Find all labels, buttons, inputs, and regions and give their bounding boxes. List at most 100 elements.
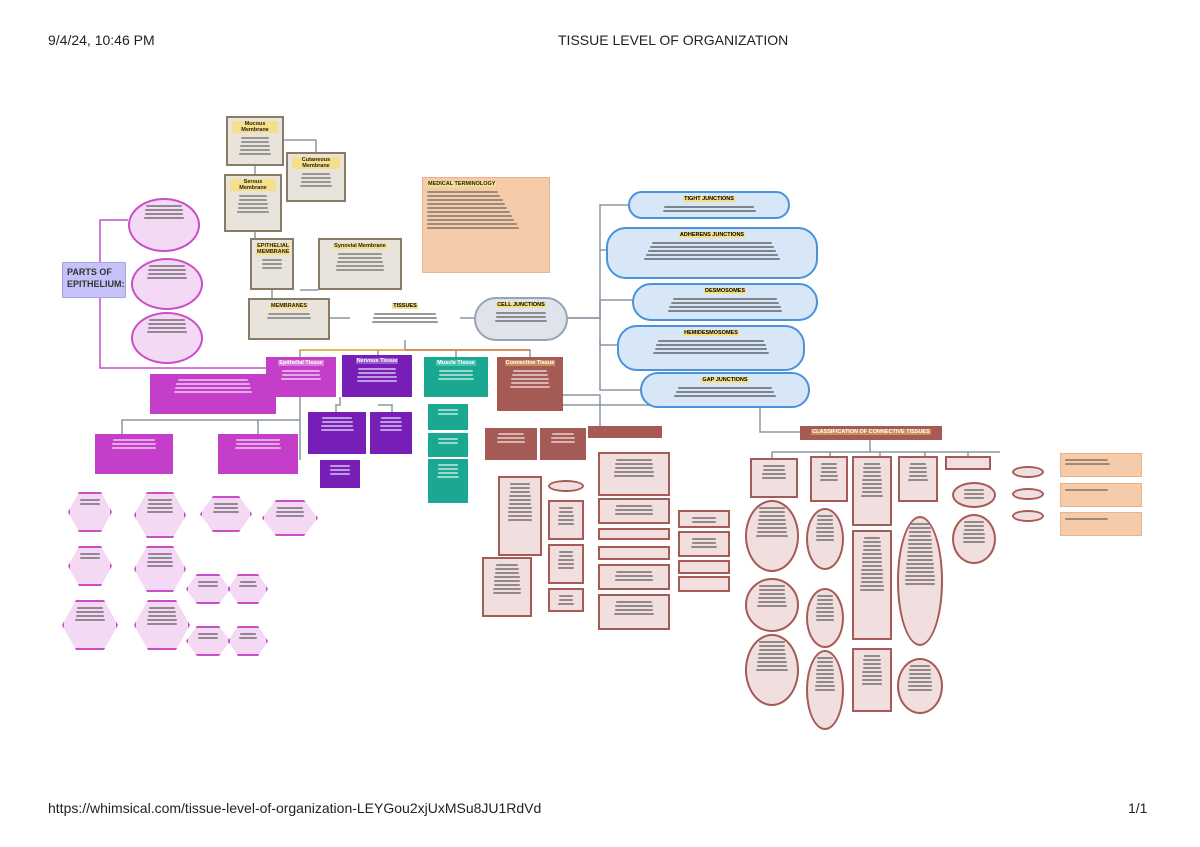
text-line <box>863 663 881 665</box>
cell-node[interactable] <box>598 546 670 560</box>
epithelial-tissue-node[interactable]: Epithelial Tissue <box>266 357 336 397</box>
shape-node[interactable] <box>134 546 186 592</box>
ct-note-node[interactable] <box>1060 453 1142 477</box>
muscle-tissue-node[interactable]: Muscle Tissue <box>424 357 488 397</box>
connective-subtype-node[interactable] <box>540 428 586 460</box>
cell-junctions-node[interactable]: CELL JUNCTIONS <box>474 297 568 341</box>
epithelial-membrane-node[interactable]: EPITHELIAL MEMBRANE <box>250 238 294 290</box>
nervous-subtype-node[interactable] <box>370 412 412 454</box>
fiber-type-node[interactable] <box>548 480 584 492</box>
mucous-membrane-node[interactable]: Mucous Membrane <box>226 116 284 166</box>
ct-class-node[interactable] <box>810 456 848 502</box>
cell-node[interactable] <box>598 594 670 630</box>
ct-class-node[interactable] <box>852 456 892 526</box>
text-line <box>558 559 574 561</box>
desmosomes-node[interactable]: DESMOSOMES <box>632 283 818 321</box>
ct-class-node[interactable] <box>898 456 938 502</box>
ct-sub-node[interactable] <box>745 578 799 632</box>
shape-node[interactable] <box>68 546 112 586</box>
connective-subtype-node[interactable] <box>485 428 537 460</box>
text-line <box>557 567 575 569</box>
gap-junctions-node[interactable]: GAP JUNCTIONS <box>640 372 810 408</box>
text-line <box>815 539 835 541</box>
connective-component-node[interactable] <box>588 426 662 438</box>
cell-node[interactable] <box>598 498 670 524</box>
ct-class-node[interactable] <box>945 456 991 470</box>
text-line <box>862 483 882 485</box>
cell-subtype-node[interactable] <box>678 560 730 574</box>
medical-terminology-node[interactable]: MEDICAL TERMINOLOGY <box>422 177 550 273</box>
text-line <box>146 565 174 567</box>
ct-note-node[interactable] <box>1060 512 1142 536</box>
nervous-subtype-node[interactable] <box>320 460 360 488</box>
text-line <box>177 379 249 381</box>
fiber-type-node[interactable] <box>548 588 584 612</box>
epithelium-part-node[interactable] <box>131 312 203 364</box>
cell-node[interactable] <box>598 528 670 540</box>
text-line <box>494 580 520 582</box>
muscle-type-node[interactable] <box>428 459 468 503</box>
muscle-type-node[interactable] <box>428 433 468 457</box>
ct-sub-node[interactable] <box>806 588 844 648</box>
synovial-membrane-node[interactable]: Synovial Membrane <box>318 238 402 290</box>
ct-class-node[interactable] <box>750 458 798 498</box>
text-line <box>438 464 458 466</box>
connective-tissue-node[interactable]: Connective Tissue <box>497 357 563 411</box>
text-line <box>676 391 774 393</box>
cell-subtype-node[interactable] <box>678 576 730 592</box>
text-line <box>861 487 883 489</box>
fiber-type-node[interactable] <box>548 544 584 584</box>
ct-sub-node[interactable] <box>806 508 844 570</box>
cell-node[interactable] <box>598 564 670 590</box>
epithelial-classification-node[interactable] <box>95 434 173 474</box>
ct-sub-node[interactable] <box>952 514 996 564</box>
cutaneous-membrane-node[interactable]: Cutaneous Membrane <box>286 152 346 202</box>
ct-sub-node[interactable] <box>952 482 996 508</box>
epithelium-part-node[interactable] <box>131 258 203 310</box>
membranes-node[interactable]: MEMBRANES <box>248 298 330 340</box>
text-line <box>239 581 257 583</box>
serous-membrane-node[interactable]: Serous Membrane <box>224 174 282 232</box>
ct-sub-node[interactable] <box>745 634 799 706</box>
adherens-junctions-node[interactable]: ADHERENS JUNCTIONS <box>606 227 818 279</box>
ct-leaf-node[interactable] <box>1012 488 1044 500</box>
epithelial-functions-node[interactable] <box>150 374 276 414</box>
fiber-node[interactable] <box>498 476 542 556</box>
epithelium-part-node[interactable] <box>128 198 200 252</box>
print-url[interactable]: https://whimsical.com/tissue-level-of-or… <box>48 800 542 816</box>
ct-sub-node[interactable] <box>806 650 844 730</box>
ct-sub-node[interactable] <box>852 530 892 640</box>
text-line <box>816 603 834 605</box>
nervous-subtype-node[interactable] <box>308 412 366 454</box>
text-line <box>615 509 653 511</box>
layer-node[interactable] <box>262 500 318 536</box>
text-line <box>861 679 883 681</box>
ct-leaf-node[interactable] <box>1012 510 1044 522</box>
tight-junctions-node[interactable]: TIGHT JUNCTIONS <box>628 191 790 219</box>
tissues-node[interactable]: TISSUES <box>350 300 460 340</box>
parts-of-epithelium-node[interactable]: PARTS OF EPITHELIUM: <box>62 262 126 298</box>
muscle-type-node[interactable] <box>428 404 468 430</box>
ct-leaf-node[interactable] <box>1012 466 1044 478</box>
text-line <box>276 511 304 513</box>
cell-subtype-node[interactable] <box>678 510 730 528</box>
text-line <box>493 588 521 590</box>
ct-sub-node[interactable] <box>852 648 892 712</box>
ct-sub-node[interactable] <box>745 500 799 572</box>
node-label: Muscle Tissue <box>436 360 476 366</box>
ct-note-node[interactable] <box>1060 483 1142 507</box>
cell-node[interactable] <box>598 452 670 496</box>
text-line <box>551 433 575 435</box>
ct-sub-node[interactable] <box>897 658 943 714</box>
hemidesmosomes-node[interactable]: HEMIDESMOSOMES <box>617 325 805 371</box>
ct-sub-node[interactable] <box>897 516 943 646</box>
classification-ct-node[interactable]: CLASSIFICATION OF CONNECTIVE TISSUES <box>800 426 942 440</box>
note-node[interactable] <box>482 557 532 617</box>
cell-subtype-node[interactable] <box>678 531 730 557</box>
nervous-tissue-node[interactable]: Nervous Tissue <box>342 355 412 397</box>
epithelial-classification-node[interactable] <box>218 434 298 474</box>
text-line <box>863 541 881 543</box>
fiber-type-node[interactable] <box>548 500 584 540</box>
text-line <box>147 623 177 625</box>
layer-node[interactable] <box>200 496 252 532</box>
